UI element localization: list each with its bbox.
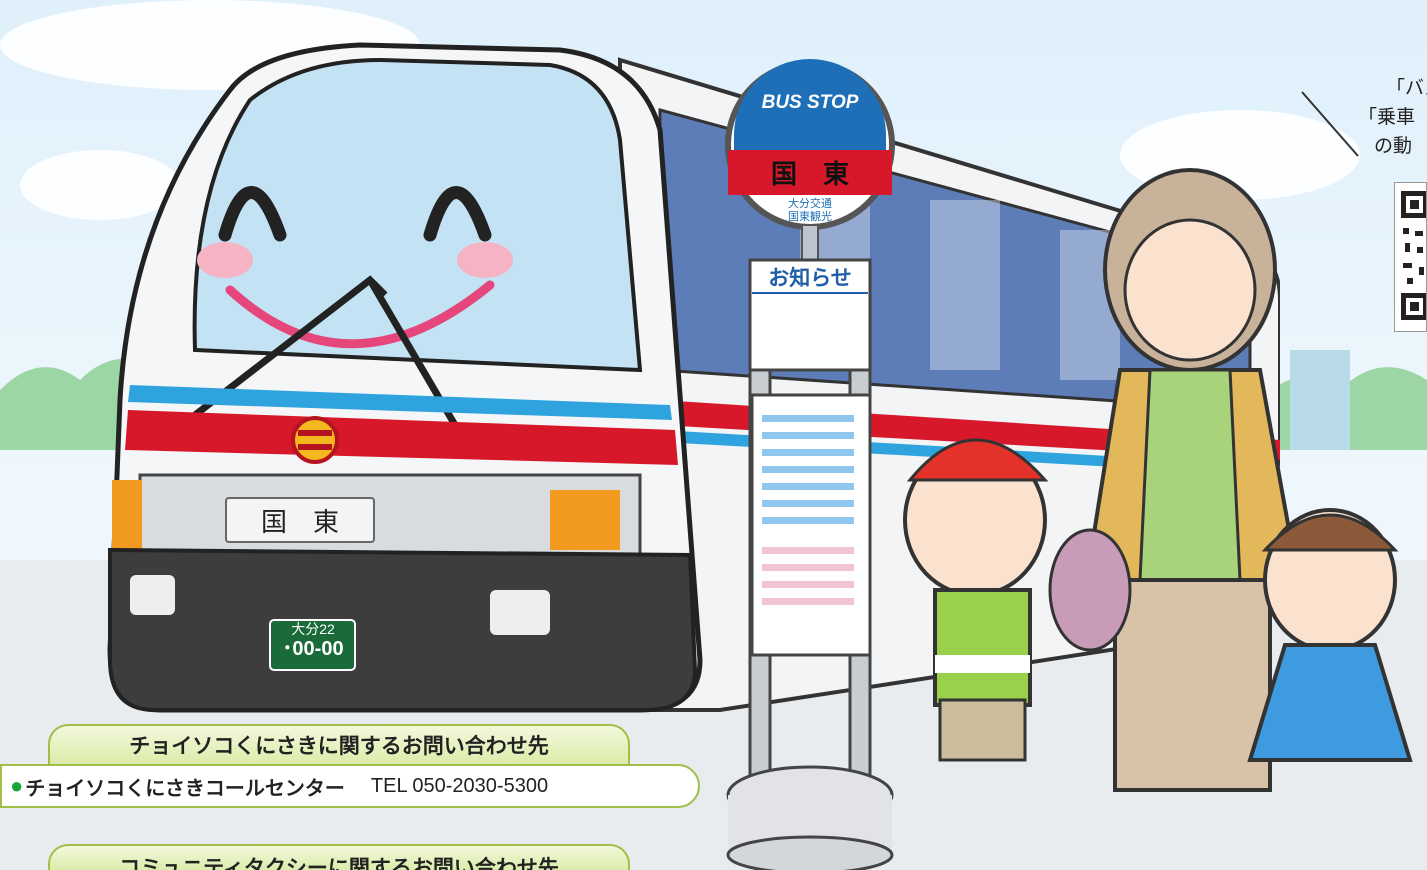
- cloud: [20, 150, 180, 220]
- bus-stop-header: BUS STOP: [761, 92, 859, 113]
- license-plate-number: ･00-00: [282, 638, 344, 660]
- note-line: の動: [1374, 136, 1413, 157]
- contact-tel[interactable]: TEL 050-2030-5300: [370, 774, 549, 797]
- operator-name: 大分交通: [788, 198, 832, 210]
- contact-heading-choisoko: チョイソコくにさきに関するお問い合わせ先: [48, 724, 630, 764]
- bus-stop-notice-title: お知らせ: [752, 262, 868, 294]
- license-plate-region: 大分22: [291, 621, 335, 637]
- link-note: 「バス 「乗車 の動: [1352, 74, 1427, 161]
- bus-stop-pole: [725, 59, 895, 870]
- bullet-icon: ●: [10, 773, 24, 798]
- license-plate: 大分22 ･00-00: [272, 620, 354, 668]
- note-line: 「乗車: [1358, 107, 1416, 128]
- bus-stop-name: 国 東: [770, 159, 849, 189]
- bus-front-destination: 国 東: [225, 497, 375, 543]
- qr-code: [1394, 182, 1427, 332]
- leader-line: [1301, 91, 1359, 157]
- contact-row-choisoko: ● チョイソコくにさきコールセンター TEL 050-2030-5300: [0, 764, 700, 808]
- note-line: 「バス: [1386, 78, 1427, 99]
- bus-stop-operators: 大分交通 国東観光: [760, 198, 860, 224]
- contact-name: チョイソコくにさきコールセンター: [25, 777, 345, 800]
- contact-heading-community-taxi: コミュニティタクシーに関するお問い合わせ先: [48, 844, 630, 870]
- family-characters: [903, 168, 1413, 792]
- operator-name: 国東観光: [788, 211, 832, 223]
